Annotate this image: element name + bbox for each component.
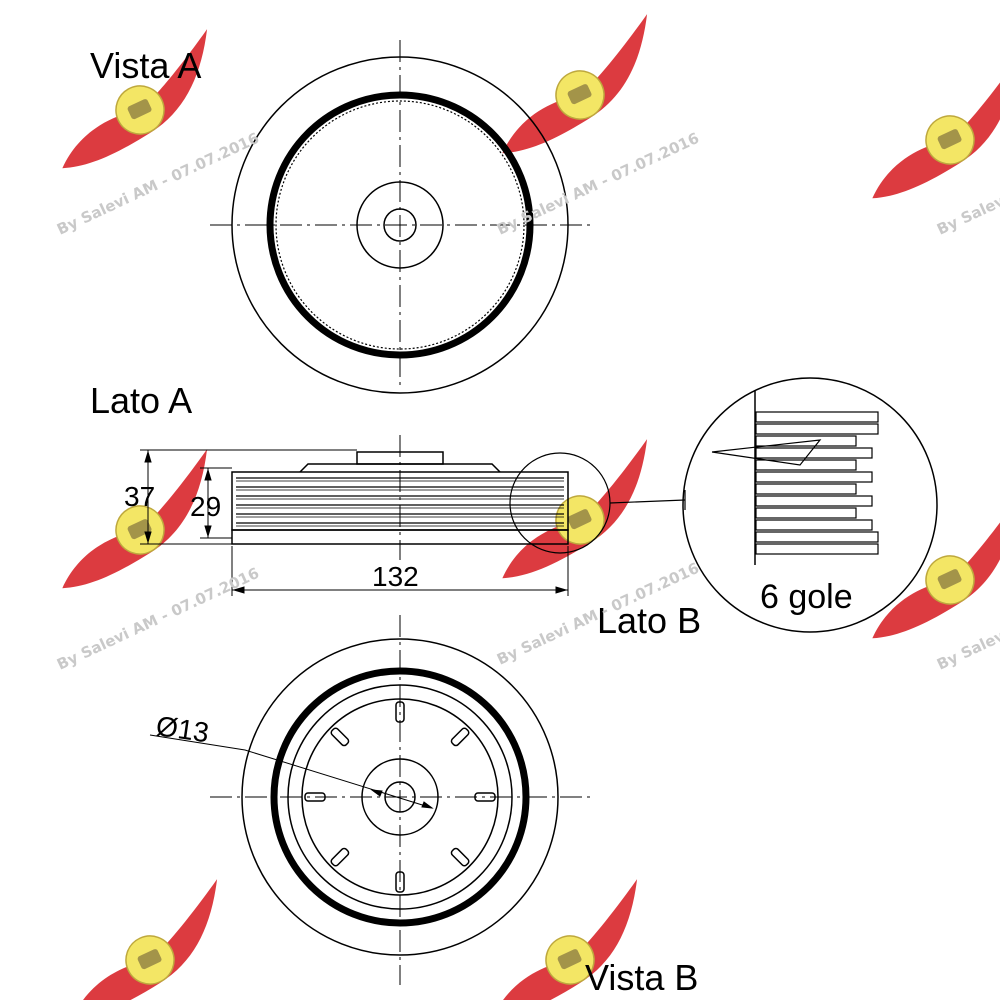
detail-teeth xyxy=(755,411,879,555)
detail-tooth xyxy=(755,531,879,543)
winged-wheel-logo-icon xyxy=(502,439,648,579)
view-b-groove-ring xyxy=(270,667,530,927)
profile-shoulder xyxy=(299,463,501,473)
grooves-label: 6 gole xyxy=(760,578,853,616)
mounting-slot xyxy=(330,847,350,867)
outer-rim xyxy=(231,56,569,394)
hole-leader xyxy=(149,734,433,809)
detail-tooth xyxy=(755,423,879,435)
detail-marker xyxy=(509,452,686,554)
detail-tooth xyxy=(755,471,873,483)
winged-wheel-logo-icon xyxy=(872,59,1000,199)
view-a-label: Vista A xyxy=(90,45,201,86)
detail-tooth xyxy=(755,435,857,447)
winged-wheel-logo-icon xyxy=(492,879,638,1000)
side-profile xyxy=(231,435,569,560)
view-b xyxy=(149,615,590,985)
groove-detail xyxy=(682,377,938,633)
groove-ring-inner xyxy=(275,100,525,350)
winged-wheel-logo-icon xyxy=(72,879,218,1000)
detail-tooth xyxy=(755,495,873,507)
mounting-slot xyxy=(395,701,405,723)
detail-tooth xyxy=(755,543,879,555)
detail-tooth xyxy=(755,483,857,495)
groove-ring xyxy=(266,91,534,359)
mounting-slots xyxy=(304,701,496,893)
dimension-37 xyxy=(140,449,357,545)
detail-section-cut xyxy=(711,439,822,466)
view-b-hub xyxy=(361,758,439,836)
detail-tooth xyxy=(755,519,873,531)
winged-wheel-logo-icon xyxy=(62,29,208,169)
hub xyxy=(356,181,444,269)
detail-tooth xyxy=(755,507,857,519)
view-b-bore xyxy=(384,781,416,813)
detail-tooth xyxy=(755,459,857,471)
mounting-slot xyxy=(304,792,326,802)
view-b-inner-rim xyxy=(287,684,513,910)
groove-lines xyxy=(236,477,564,527)
view-b-outer-rim xyxy=(241,638,559,956)
side-a-label: Lato A xyxy=(90,380,192,421)
view-b-web xyxy=(301,698,499,896)
view-a xyxy=(210,40,590,394)
mounting-slot xyxy=(395,871,405,893)
profile-flange xyxy=(231,529,569,545)
dimension-29-label: 29 xyxy=(190,491,221,522)
mounting-slot xyxy=(450,847,470,867)
dimension-132-label: 132 xyxy=(372,561,419,592)
detail-tooth xyxy=(755,447,873,459)
side-b-label: Lato B xyxy=(597,600,701,641)
mounting-slot xyxy=(474,792,496,802)
mounting-slot xyxy=(330,727,350,747)
hole-dimension-label: Ø13 xyxy=(154,710,211,748)
winged-wheel-logo-icon xyxy=(872,499,1000,639)
dimension-132 xyxy=(231,546,569,596)
dimension-37-label: 37 xyxy=(124,481,155,512)
winged-wheel-logo-icon xyxy=(62,449,208,589)
detail-large-circle xyxy=(682,377,938,633)
mounting-slot xyxy=(450,727,470,747)
bore xyxy=(383,208,417,242)
detail-tooth xyxy=(755,411,879,423)
view-b-label: Vista B xyxy=(585,957,698,998)
detail-leader xyxy=(609,499,686,504)
dimension-29 xyxy=(200,467,232,539)
winged-wheel-logo-icon xyxy=(502,14,648,154)
